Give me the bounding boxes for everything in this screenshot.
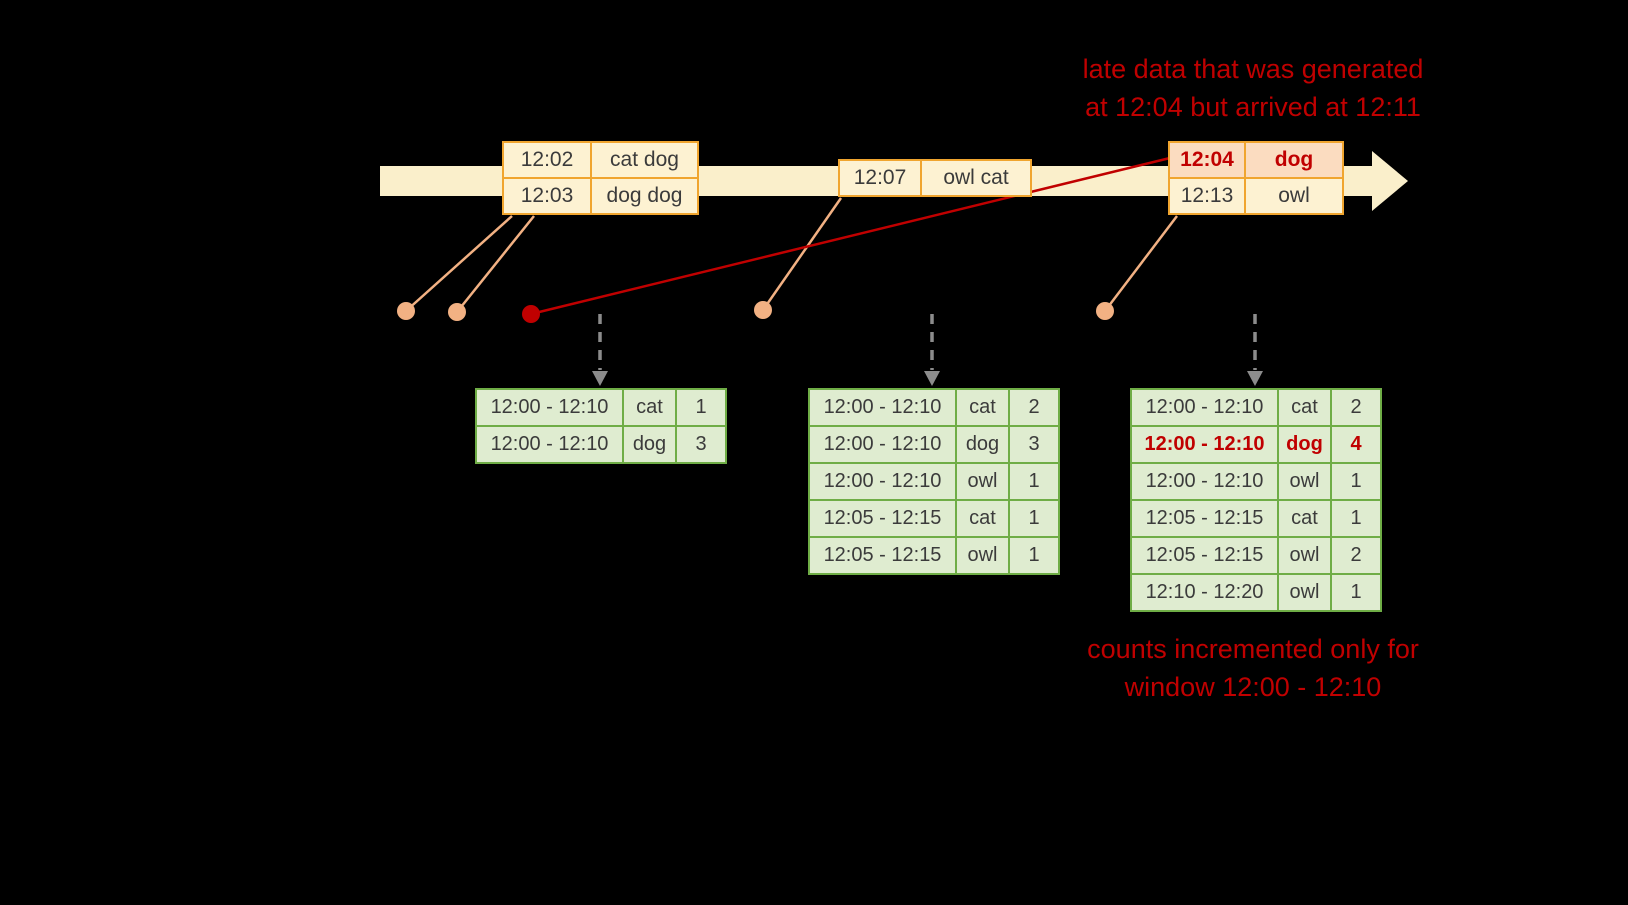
window-cell: 12:00 - 12:10	[475, 425, 624, 464]
late-event-dot	[522, 305, 540, 323]
table-row: 12:00 - 12:10 cat 2	[1130, 388, 1382, 427]
word-cell: cat	[955, 499, 1010, 538]
word-cell: owl	[1277, 462, 1332, 501]
word-cell: cat	[1277, 499, 1332, 538]
counts-note-line2: window 12:00 - 12:10	[1124, 672, 1382, 702]
word-cell: cat	[1277, 388, 1332, 427]
table-row: 12:13 owl	[1168, 177, 1344, 215]
count-cell: 1	[1008, 462, 1060, 501]
table-row: 12:05 - 12:15 cat 1	[1130, 499, 1382, 538]
window-cell: 12:00 - 12:10	[1130, 462, 1279, 501]
late-event-time-cell: 12:04	[1168, 141, 1246, 179]
count-cell: 1	[1008, 536, 1060, 575]
window-cell: 12:00 - 12:10	[808, 425, 957, 464]
table-row: 12:00 - 12:10 owl 1	[1130, 462, 1382, 501]
count-cell: 3	[675, 425, 727, 464]
window-cell: 12:05 - 12:15	[808, 499, 957, 538]
count-cell: 1	[1330, 462, 1382, 501]
event-words-cell: dog dog	[590, 177, 699, 215]
window-cell: 12:00 - 12:10	[808, 388, 957, 427]
table-row: 12:05 - 12:15 cat 1	[808, 499, 1060, 538]
word-cell: dog	[955, 425, 1010, 464]
word-cell: owl	[1277, 573, 1332, 612]
word-cell: owl	[955, 462, 1010, 501]
timeline-arrowhead-icon	[1372, 151, 1408, 211]
table-row: 12:00 - 12:10 owl 1	[808, 462, 1060, 501]
late-connector-line	[530, 156, 1171, 316]
connector-line	[761, 197, 843, 311]
result-table-1: 12:00 - 12:10 cat 1 12:00 - 12:10 dog 3	[475, 388, 727, 464]
word-cell: owl	[1277, 536, 1332, 575]
event-time-cell: 12:02	[502, 141, 592, 179]
word-cell: owl	[955, 536, 1010, 575]
table-row: 12:00 - 12:10 cat 2	[808, 388, 1060, 427]
table-row: 12:02 cat dog	[502, 141, 699, 179]
count-cell: 1	[675, 388, 727, 427]
word-cell: cat	[955, 388, 1010, 427]
result-table-3: 12:00 - 12:10 cat 2 12:00 - 12:10 dog 4 …	[1130, 388, 1382, 612]
table-row: 12:05 - 12:15 owl 1	[808, 536, 1060, 575]
window-cell: 12:10 - 12:20	[1130, 573, 1279, 612]
window-cell: 12:00 - 12:10	[808, 462, 957, 501]
word-cell: cat	[622, 388, 677, 427]
connector-line	[1104, 215, 1178, 312]
window-cell: 12:00 - 12:10	[1130, 425, 1279, 464]
counts-note-line1: counts incremented only for	[1087, 634, 1419, 664]
count-cell: 1	[1008, 499, 1060, 538]
table-row: 12:05 - 12:15 owl 2	[1130, 536, 1382, 575]
window-cell: 12:00 - 12:10	[1130, 388, 1279, 427]
late-data-note: late data that was generated at 12:04 bu…	[1083, 50, 1424, 126]
table-row: 12:03 dog dog	[502, 177, 699, 215]
word-cell: dog	[1277, 425, 1332, 464]
word-cell: dog	[622, 425, 677, 464]
window-cell: 12:05 - 12:15	[1130, 499, 1279, 538]
count-cell: 2	[1330, 536, 1382, 575]
event-dot	[754, 301, 772, 319]
table-row: 12:00 - 12:10 cat 1	[475, 388, 727, 427]
event-time-cell: 12:07	[838, 159, 922, 197]
connector-line	[405, 215, 513, 312]
table-row: 12:00 - 12:10 dog 3	[475, 425, 727, 464]
event-words-cell: cat dog	[590, 141, 699, 179]
window-cell: 12:05 - 12:15	[1130, 536, 1279, 575]
count-cell: 2	[1008, 388, 1060, 427]
event-time-cell: 12:13	[1168, 177, 1246, 215]
window-cell: 12:05 - 12:15	[808, 536, 957, 575]
window-cell: 12:00 - 12:10	[475, 388, 624, 427]
table-row: 12:04 dog	[1168, 141, 1344, 179]
result-table-2: 12:00 - 12:10 cat 2 12:00 - 12:10 dog 3 …	[808, 388, 1060, 575]
count-cell: 1	[1330, 499, 1382, 538]
table-row: 12:07 owl cat	[838, 159, 1032, 197]
event-dot	[448, 303, 466, 321]
late-event-words-cell: dog	[1244, 141, 1344, 179]
trigger-arrow-icon	[592, 314, 608, 386]
table-row: 12:10 - 12:20 owl 1	[1130, 573, 1382, 612]
trigger-arrow-icon	[1247, 314, 1263, 386]
event-words-cell: owl cat	[920, 159, 1032, 197]
event-table-2: 12:07 owl cat	[838, 159, 1032, 197]
event-words-cell: owl	[1244, 177, 1344, 215]
event-time-cell: 12:03	[502, 177, 592, 215]
event-table-3: 12:04 dog 12:13 owl	[1168, 141, 1344, 215]
count-cell: 1	[1330, 573, 1382, 612]
counts-note: counts incremented only for window 12:00…	[1087, 630, 1419, 706]
event-dot	[397, 302, 415, 320]
connector-line	[456, 215, 535, 313]
trigger-arrow-icon	[924, 314, 940, 386]
count-cell: 3	[1008, 425, 1060, 464]
event-dot	[1096, 302, 1114, 320]
event-table-1: 12:02 cat dog 12:03 dog dog	[502, 141, 699, 215]
table-row: 12:00 - 12:10 dog 3	[808, 425, 1060, 464]
count-cell: 4	[1330, 425, 1382, 464]
count-cell: 2	[1330, 388, 1382, 427]
late-data-note-line2: at 12:04 but arrived at 12:11	[1085, 92, 1421, 122]
late-data-note-line1: late data that was generated	[1082, 54, 1424, 84]
highlighted-table-row: 12:00 - 12:10 dog 4	[1130, 425, 1382, 464]
